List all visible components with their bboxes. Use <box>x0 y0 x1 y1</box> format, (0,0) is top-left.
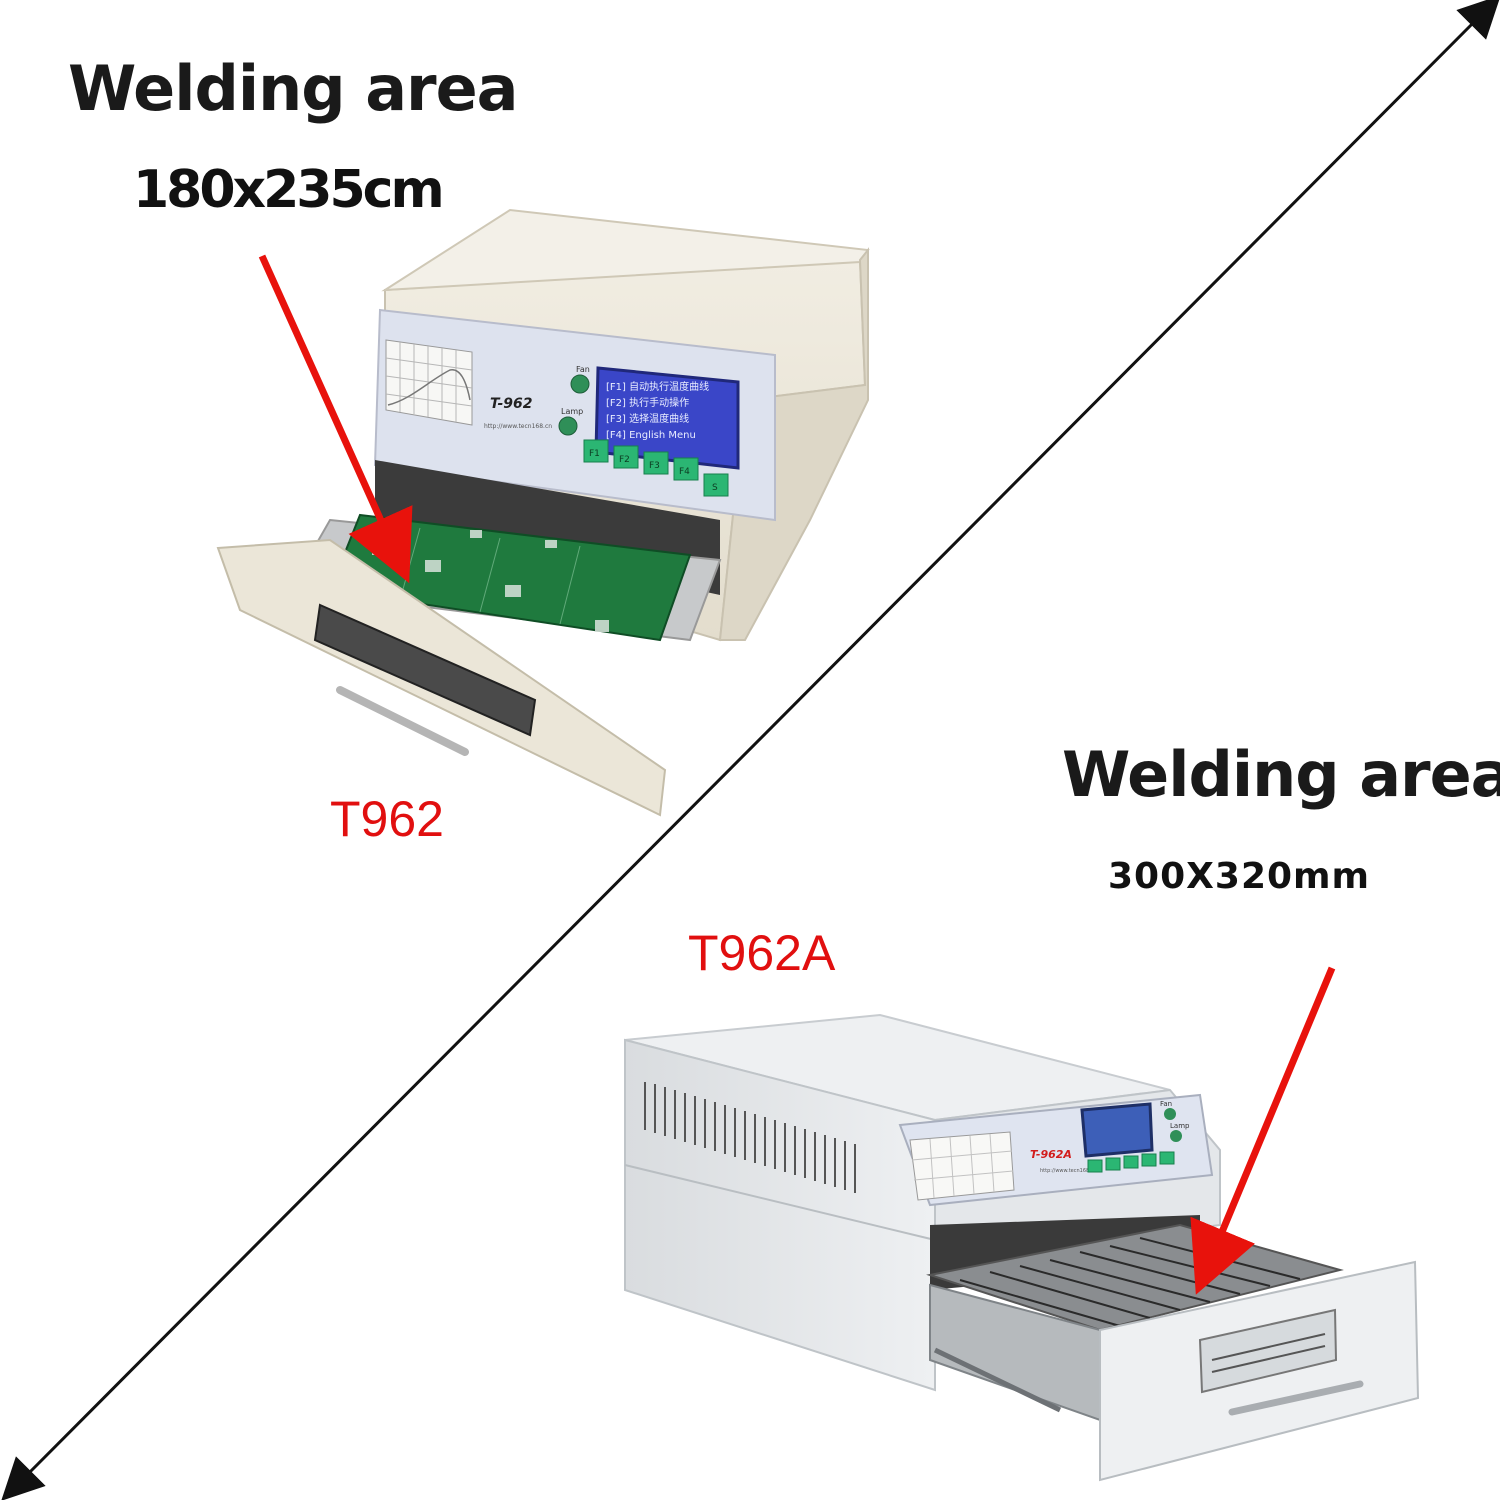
t962-button-row <box>583 439 729 497</box>
lcd-line-4: [F4] English Menu <box>606 430 696 441</box>
red-pointer-arrow-icon-bottom <box>1190 966 1336 1295</box>
fan-knob-label: Fan <box>576 365 590 374</box>
bottom-model-label: T962A <box>688 925 836 981</box>
button-f3-label: F3 <box>649 461 660 471</box>
t962a-button-row <box>1087 1151 1175 1173</box>
lamp-knob-label: Lamp <box>561 407 583 416</box>
red-pointer-arrow-icon <box>258 254 413 584</box>
button-f2-label: F2 <box>619 455 630 465</box>
t962a-panel-model: T-962A <box>1030 1148 1072 1161</box>
t962a-lcd-screen <box>1080 1102 1154 1158</box>
t962a-drawer-handle <box>1228 1380 1364 1416</box>
lcd-line-1: [F1] 自动执行温度曲线 <box>606 380 709 393</box>
lamp-knob-icon <box>558 416 578 436</box>
bottom-welding-area-heading: Welding area <box>1062 738 1500 811</box>
t962a-oven-illustration: T-962A http://www.tecn168.cn Fan Lamp <box>624 1013 1420 1482</box>
t962-panel-url: http://www.tecn168.cn <box>484 423 552 430</box>
top-model-label: T962 <box>330 791 444 847</box>
t962-lcd-screen <box>594 366 740 470</box>
fan-knob-icon <box>570 374 590 394</box>
t962a-fan-label: Fan <box>1160 1100 1172 1108</box>
t962a-panel-url: http://www.tecn168.cn <box>1040 1168 1097 1174</box>
button-f1-label: F1 <box>589 449 600 459</box>
t962-panel-model: T-962 <box>490 396 533 412</box>
button-s-label: S <box>712 483 718 493</box>
t962a-lamp-label: Lamp <box>1170 1122 1190 1130</box>
t962-drawer-handle <box>336 686 469 756</box>
top-welding-area-heading: Welding area <box>68 52 519 125</box>
lcd-line-2: [F2] 执行手动操作 <box>606 396 689 409</box>
button-f4-label: F4 <box>679 467 690 477</box>
top-welding-area-size: 180x235cm <box>133 160 445 220</box>
t962-oven-illustration: T-962 http://www.tecn168.cn Fan Lamp [F1… <box>216 208 870 817</box>
bottom-welding-area-size: 300X320mm <box>1108 856 1371 897</box>
t962a-fan-knob-icon <box>1164 1108 1176 1120</box>
lcd-line-3: [F3] 选择温度曲线 <box>606 412 689 425</box>
t962a-lamp-knob-icon <box>1170 1130 1182 1142</box>
t962a-panel-chart <box>909 1131 1015 1201</box>
